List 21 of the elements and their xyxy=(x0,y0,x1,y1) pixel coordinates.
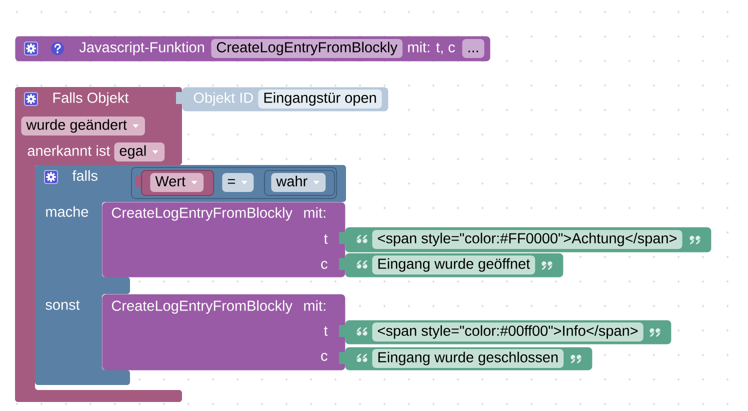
dropdown-field: wurde geändert xyxy=(21,116,145,136)
block-label: Javascript-Funktion xyxy=(79,42,204,56)
block-label: CreateLogEntryFromBlockly xyxy=(112,300,292,314)
text-field: ... xyxy=(462,39,484,58)
block-label: anerkannt ist xyxy=(28,145,110,156)
block-label: sonst xyxy=(46,300,80,310)
block-label: c xyxy=(321,352,328,361)
block-label: t xyxy=(324,326,328,336)
block-label: Falls Objekt xyxy=(53,92,129,106)
dropdown-field: egal xyxy=(114,142,165,162)
text-field: CreateLogEntryFromBlockly xyxy=(211,39,403,58)
block-label: mit: xyxy=(304,207,326,218)
block-label: mit: xyxy=(304,300,326,311)
block-label: mache xyxy=(46,206,88,217)
block-label: t xyxy=(324,234,328,244)
block-label: CreateLogEntryFromBlockly xyxy=(112,207,292,221)
block-label: c xyxy=(321,260,328,269)
dropdown-field: = xyxy=(222,173,254,192)
block-label: mit: t, c xyxy=(408,42,455,54)
dropdown-field: wahr xyxy=(271,173,326,192)
block-label: falls xyxy=(72,170,98,181)
